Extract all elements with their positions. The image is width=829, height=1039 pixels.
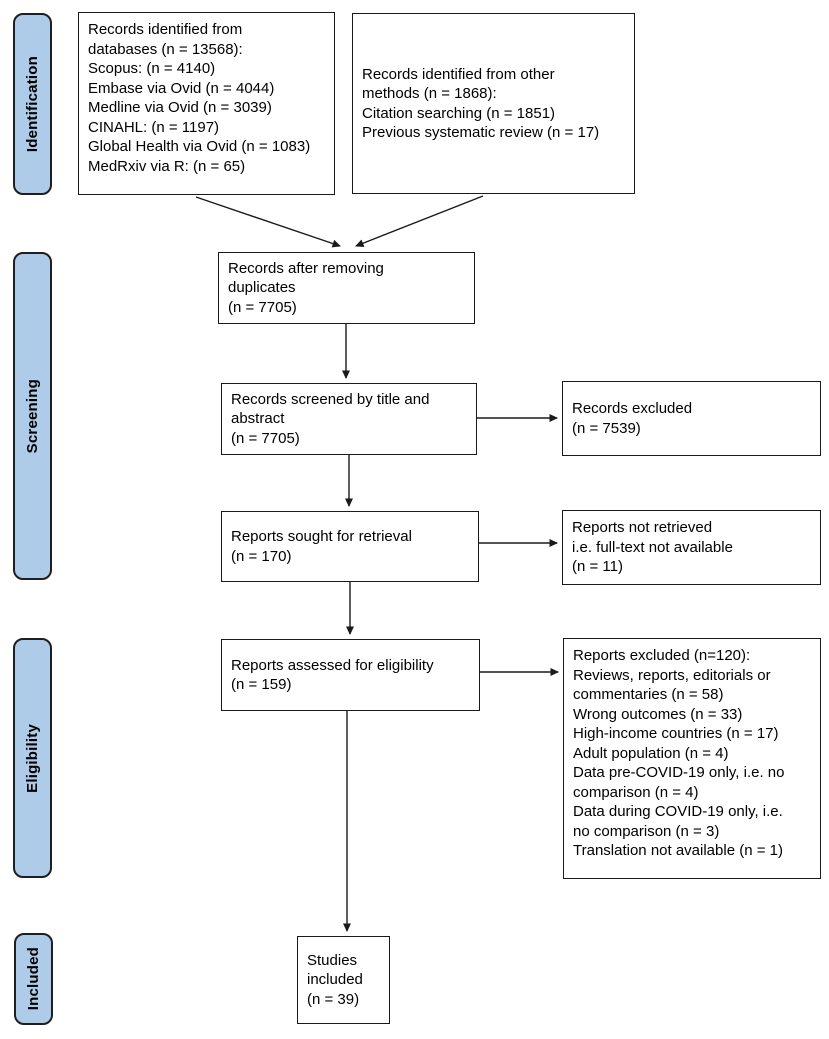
box-records-excluded-text: Records excluded (n = 7539) bbox=[572, 400, 693, 437]
box-reports-sought-text: Reports sought for retrieval (n = 170) bbox=[231, 528, 412, 565]
stage-label-included-text: Included bbox=[25, 947, 42, 1011]
box-reports-not-retrieved-text: Reports not retrieved i.e. full-text not… bbox=[572, 519, 733, 576]
box-records-after-removing-duplicates: Records after removing duplicates (n = 7… bbox=[218, 252, 475, 324]
box-records-screened: Records screened by title and abstract (… bbox=[221, 383, 477, 455]
box-records-identified-other-methods-text: Records identified from other methods (n… bbox=[362, 65, 600, 142]
arrow-othermethods-to-duplicates bbox=[355, 195, 484, 247]
box-reports-assessed: Reports assessed for eligibility (n = 15… bbox=[221, 639, 480, 711]
box-reports-sought: Reports sought for retrieval (n = 170) bbox=[221, 511, 479, 582]
box-records-excluded: Records excluded (n = 7539) bbox=[562, 381, 821, 456]
box-reports-excluded-reasons-text: Reports excluded (n=120): Reviews, repor… bbox=[573, 647, 785, 859]
box-records-screened-text: Records screened by title and abstract (… bbox=[231, 390, 430, 447]
stage-label-identification-text: Identification bbox=[24, 55, 41, 153]
stage-label-eligibility: Eligibility bbox=[13, 638, 52, 878]
box-records-identified-databases: Records identified from databases (n = 1… bbox=[78, 12, 335, 195]
stage-label-screening-text: Screening bbox=[24, 378, 41, 454]
stage-label-identification: Identification bbox=[13, 13, 52, 195]
box-reports-assessed-text: Reports assessed for eligibility (n = 15… bbox=[231, 656, 434, 694]
box-records-identified-databases-text: Records identified from databases (n = 1… bbox=[88, 21, 311, 175]
box-reports-not-retrieved: Reports not retrieved i.e. full-text not… bbox=[562, 510, 821, 585]
box-reports-excluded-reasons: Reports excluded (n=120): Reviews, repor… bbox=[563, 638, 821, 879]
box-records-after-removing-duplicates-text: Records after removing duplicates (n = 7… bbox=[228, 259, 384, 316]
arrow-databases-to-duplicates bbox=[195, 196, 341, 248]
box-studies-included: Studies included (n = 39) bbox=[297, 936, 390, 1024]
box-records-identified-other-methods: Records identified from other methods (n… bbox=[352, 13, 635, 194]
box-studies-included-text: Studies included (n = 39) bbox=[307, 951, 363, 1008]
stage-label-screening: Screening bbox=[13, 252, 52, 580]
stage-label-eligibility-text: Eligibility bbox=[24, 723, 41, 793]
stage-label-included: Included bbox=[14, 933, 53, 1025]
